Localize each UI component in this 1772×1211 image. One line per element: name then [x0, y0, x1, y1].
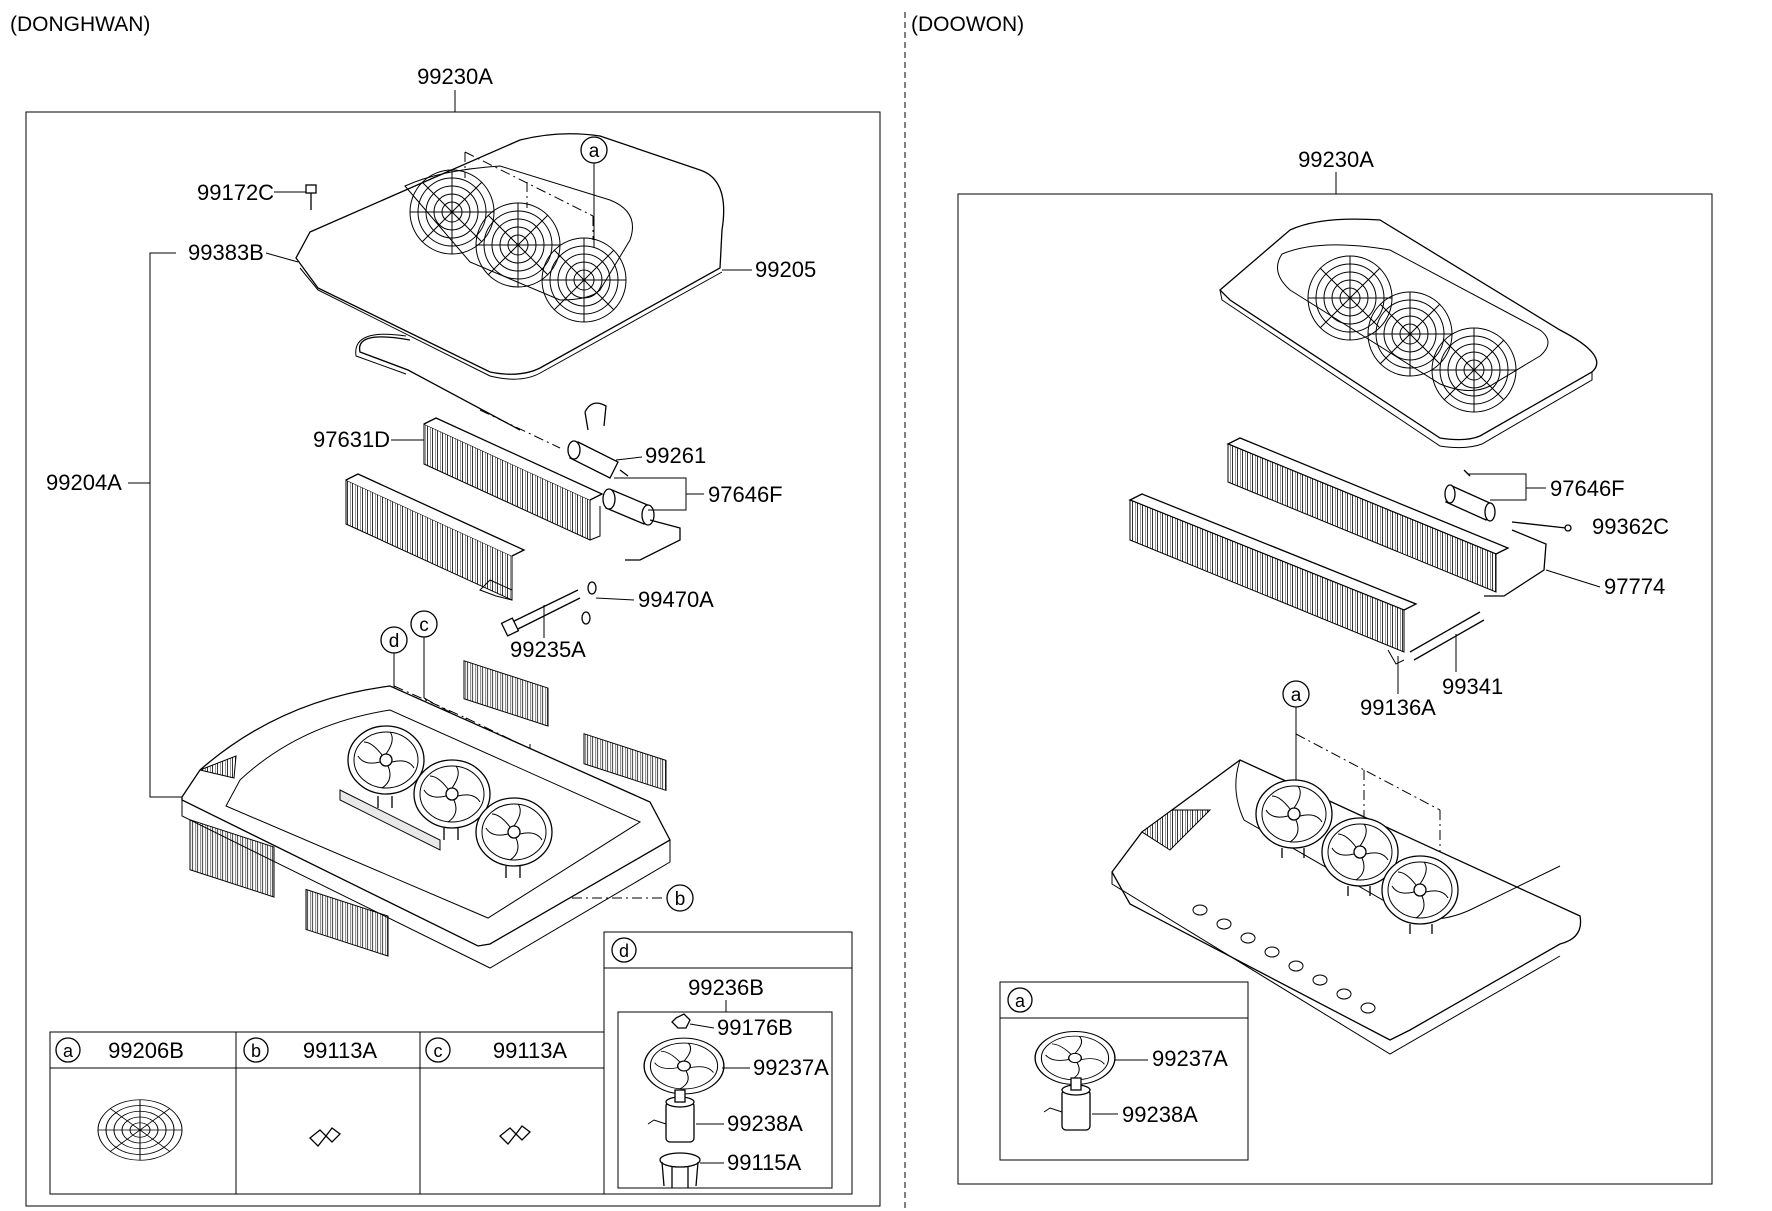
- donghwan-frame: [25, 111, 881, 1207]
- label-99261: 99261: [645, 443, 706, 468]
- svg-text:a: a: [1291, 685, 1302, 706]
- svg-text:c: c: [419, 615, 429, 636]
- receiver-drier-99261: [567, 440, 619, 479]
- doowon-frame: [957, 193, 1713, 1185]
- lower-housing-right: [1111, 759, 1582, 1055]
- hose-99341: [1409, 611, 1485, 661]
- tube-97774: [1484, 529, 1547, 597]
- label-99115A: 99115A: [727, 1150, 802, 1175]
- callout-b-left: b: [572, 884, 694, 912]
- label-99237A-left: 99237A: [753, 1055, 829, 1080]
- label-99238A-left: 99238A: [727, 1111, 803, 1136]
- label-99205: 99205: [755, 257, 816, 282]
- condenser-core: [1128, 437, 1510, 665]
- label-99172C: 99172C: [197, 180, 274, 205]
- callout-a-right: a: [1282, 680, 1441, 866]
- label-99235A: 99235A: [510, 637, 586, 662]
- label-99136A: 99136A: [1360, 695, 1436, 720]
- label-99230A-left: 99230A: [417, 64, 493, 89]
- svg-text:d: d: [389, 631, 400, 652]
- section-title-donghwan: (DONGHWAN): [10, 13, 150, 36]
- label-99113A-c: 99113A: [493, 1038, 568, 1063]
- label-99236B: 99236B: [688, 975, 764, 1000]
- louver-panel: [189, 819, 275, 898]
- label-97774: 97774: [1604, 574, 1665, 599]
- label-99113A-b: 99113A: [303, 1038, 378, 1063]
- section-title-doowon: (DOOWON): [911, 13, 1024, 36]
- label-99206B: 99206B: [108, 1038, 184, 1063]
- label-99230A-right: 99230A: [1298, 147, 1374, 172]
- svg-text:a: a: [63, 1041, 74, 1061]
- motor-bracket-99115A: [659, 1152, 701, 1188]
- label-97646F-left: 97646F: [708, 482, 783, 507]
- svg-text:b: b: [675, 889, 686, 910]
- svg-text:a: a: [589, 141, 600, 162]
- label-99341: 99341: [1442, 674, 1503, 699]
- label-99470A: 99470A: [638, 587, 714, 612]
- expansion-valve-right: [1444, 469, 1496, 522]
- detail-cell-c: c 99113A: [425, 1037, 568, 1145]
- label-99362C: 99362C: [1592, 514, 1669, 539]
- label-99383B: 99383B: [188, 240, 264, 265]
- callout-a-left: a: [580, 136, 608, 248]
- evaporator-core-97631D: [345, 417, 604, 601]
- louver-panel: [305, 888, 389, 957]
- detail-cell-b: b 99113A: [243, 1037, 378, 1147]
- top-cover-99205: [295, 133, 725, 380]
- top-cover-right: [1219, 218, 1598, 449]
- svg-text:d: d: [619, 941, 629, 961]
- expansion-valve-97646F: [602, 469, 681, 561]
- label-99204A: 99204A: [46, 470, 122, 495]
- label-99176B: 99176B: [717, 1015, 793, 1040]
- detail-a-right: a 99237A 99238A: [999, 981, 1249, 1161]
- lower-housing-99204A: [181, 685, 671, 969]
- detail-d: d 99236B 99176B 99237A 99238A 99115A: [603, 931, 853, 1195]
- hose-99235A: [507, 589, 581, 633]
- doowon-panel: 99230A 97646F: [957, 147, 1713, 1185]
- donghwan-panel: 99230A a 99172C 99383B 99204A: [25, 64, 881, 1207]
- detail-table: a 99206B b 99113A c 99113A: [49, 1031, 605, 1195]
- label-99237A-right: 99237A: [1152, 1046, 1228, 1071]
- label-97631D: 97631D: [313, 427, 390, 452]
- svg-text:b: b: [251, 1041, 261, 1061]
- label-97646F-right: 97646F: [1550, 476, 1625, 501]
- louver-panel: [463, 660, 549, 727]
- svg-text:c: c: [434, 1041, 443, 1061]
- svg-text:a: a: [1015, 991, 1026, 1011]
- detail-cell-a: a 99206B: [55, 1037, 184, 1161]
- louver-panel: [583, 733, 667, 792]
- label-99238A-right: 99238A: [1122, 1102, 1198, 1127]
- pipe-hose: [358, 336, 521, 431]
